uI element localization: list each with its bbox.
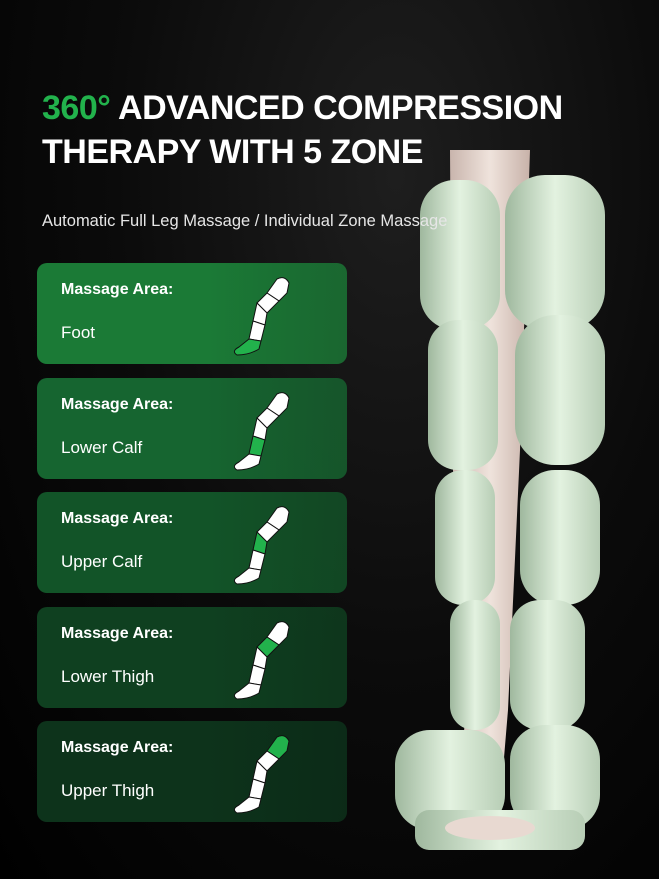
- leg-zone-icon: [233, 506, 290, 585]
- massage-area-card: Massage Area: Lower Thigh: [37, 607, 347, 708]
- leg-massager-product-image: [395, 150, 605, 850]
- headline-accent: 360°: [42, 89, 111, 127]
- card-label: Massage Area:: [61, 739, 174, 756]
- leg-zone-icon: [233, 392, 290, 471]
- card-label: Massage Area:: [61, 625, 174, 642]
- card-value: Lower Calf: [61, 438, 143, 457]
- card-value: Upper Thigh: [61, 781, 155, 800]
- massage-area-card: Massage Area: Lower Calf: [37, 378, 347, 479]
- leg-zone-icon: [233, 621, 290, 700]
- headline-text: ADVANCED COMPRESSION THERAPY WITH 5 ZONE: [42, 89, 563, 171]
- card-value: Foot: [61, 323, 96, 342]
- massage-area-card: Massage Area: Foot: [37, 263, 347, 364]
- card-label: Massage Area:: [61, 396, 174, 413]
- card-value: Lower Thigh: [61, 667, 155, 686]
- massage-area-card: Massage Area: Upper Calf: [37, 492, 347, 593]
- card-label: Massage Area:: [61, 281, 174, 298]
- leg-zone-icon: [233, 735, 290, 814]
- leg-zone-icon: [233, 277, 290, 356]
- subtitle: Automatic Full Leg Massage / Individual …: [42, 212, 448, 230]
- card-label: Massage Area:: [61, 510, 174, 527]
- headline: 360° ADVANCED COMPRESSION THERAPY WITH 5…: [42, 86, 659, 174]
- card-value: Upper Calf: [61, 552, 143, 571]
- massage-area-card: Massage Area: Upper Thigh: [37, 721, 347, 822]
